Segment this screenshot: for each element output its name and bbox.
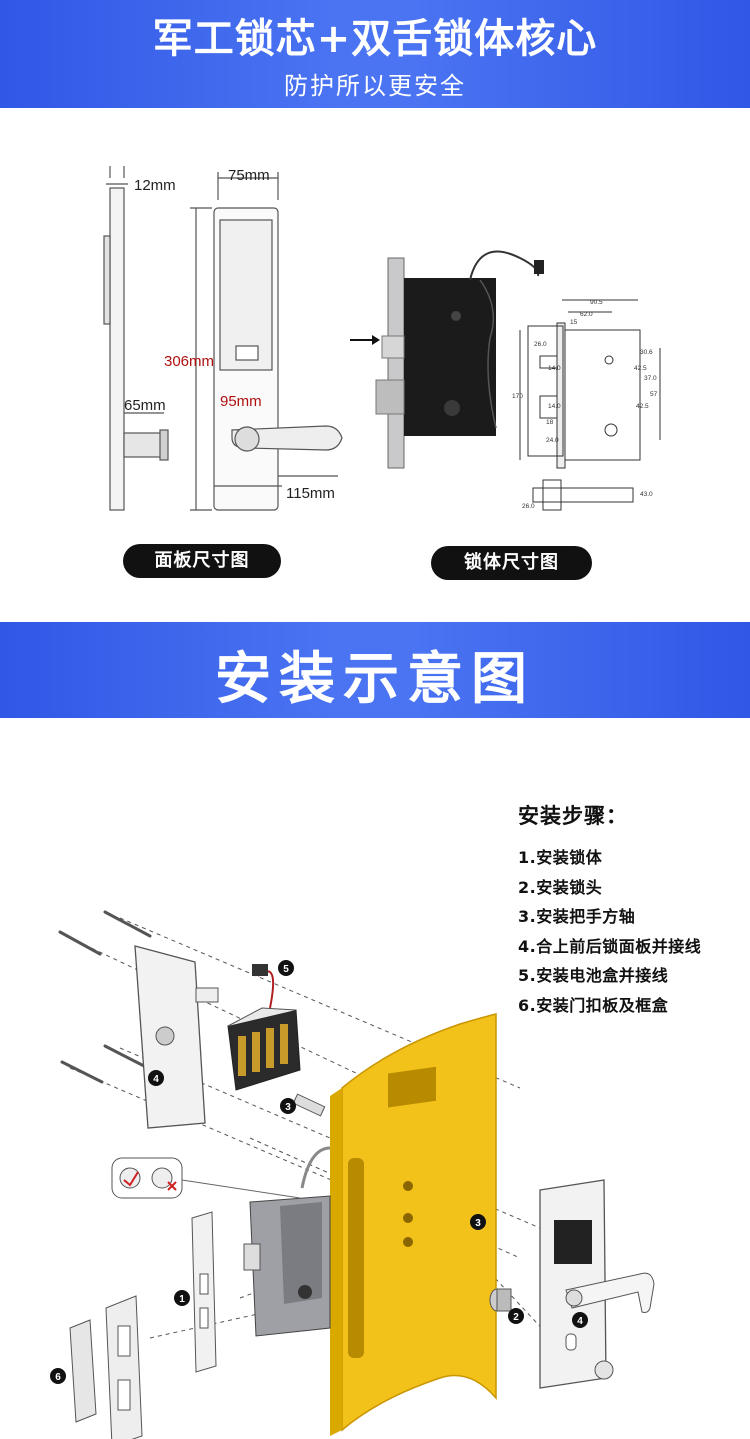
- lb-label-11: 14.0: [548, 365, 561, 372]
- callout-markers: 1 2 3 3 4 4 5 6: [50, 960, 588, 1384]
- callout-5: 5: [283, 964, 289, 975]
- mount-indicator-inset: [111, 1157, 301, 1199]
- battery-box: [227, 964, 301, 1091]
- step-item: 1.安装锁体: [518, 848, 603, 867]
- lb-label-12: 14.0: [548, 403, 561, 410]
- lock-cylinder: [489, 1288, 512, 1312]
- step-item: 2.安装锁头: [518, 877, 603, 897]
- dim-width: 75mm: [228, 167, 270, 184]
- lb-label-5: 37.0: [644, 375, 657, 382]
- lockbody-photo: [350, 250, 544, 469]
- step-item: 4.合上前后锁面板并接线: [518, 936, 702, 956]
- lb-label-4: 26.0: [534, 341, 547, 348]
- lockbody-size-caption: 锁体尺寸图: [431, 546, 592, 580]
- header-banner: 军工锁芯+双舌锁体核心 防护所以更安全: [0, 0, 750, 108]
- lb-label-14: 26.0: [522, 503, 535, 510]
- install-title: 安装示意图: [215, 647, 535, 712]
- lockbody-drawing: [519, 299, 661, 511]
- dim-handle-length: 115mm: [286, 485, 335, 502]
- steps-title: 安装步骤：: [518, 804, 628, 828]
- callout-3b: 3: [475, 1218, 481, 1229]
- header-title: 军工锁芯+双舌锁体核心: [152, 16, 598, 62]
- dim-handle-offset: 95mm: [220, 393, 262, 410]
- exploded-diagram: 1 2 3 3 4 4 5 6: [50, 910, 655, 1439]
- door: [330, 1013, 497, 1436]
- callout-4a: 4: [153, 1074, 159, 1085]
- lb-label-13: 18: [546, 419, 554, 426]
- lb-label-8: 57: [650, 391, 658, 398]
- spindle: [292, 1093, 326, 1117]
- callout-6: 6: [55, 1372, 61, 1383]
- install-steps: 安装步骤： 1.安装锁体 2.安装锁头 3.安装把手方轴 4.合上前后锁面板并接…: [518, 800, 748, 1021]
- lb-label-15: 43.0: [640, 491, 653, 498]
- header-subtitle: 防护所以更安全: [284, 72, 466, 100]
- dim-thickness: 12mm: [134, 177, 176, 194]
- dimension-section: 12mm 65mm 75mm 306mm 95mm 115mm: [0, 108, 750, 622]
- strike-plate: [69, 1295, 143, 1439]
- panel-screws: [58, 910, 152, 1084]
- dim-height: 306mm: [164, 353, 214, 370]
- step-item: 5.安装电池盒并接线: [518, 966, 669, 985]
- lb-label-0: 90.5: [590, 299, 603, 306]
- dim-spindle: 65mm: [124, 397, 166, 414]
- dimension-drawings: 12mm 65mm 75mm 306mm 95mm 115mm: [103, 166, 661, 511]
- step-item: 6.安装门扣板及框盒: [518, 995, 669, 1015]
- panel-front-view: [190, 172, 343, 511]
- face-plate: [191, 1211, 217, 1373]
- lb-label-9: 170: [512, 393, 523, 400]
- lb-label-7: 42.5: [634, 365, 647, 372]
- front-panel: [539, 1179, 655, 1389]
- back-panel: [134, 945, 219, 1129]
- install-banner: 安装示意图: [0, 622, 750, 718]
- panel-size-caption: 面板尺寸图: [123, 544, 281, 578]
- callout-3a: 3: [285, 1102, 291, 1113]
- lb-label-3: 30.6: [640, 349, 653, 356]
- lb-label-6: 24.0: [546, 437, 559, 444]
- lb-label-10: 42.5: [636, 403, 649, 410]
- lockbody-dimension-labels: 90.5 62.0 15 30.6 26.0 37.0 24.0 42.5 57…: [512, 299, 658, 510]
- lb-label-2: 15: [570, 319, 578, 326]
- lb-label-1: 62.0: [580, 311, 593, 318]
- panel-side-view: [103, 166, 169, 511]
- step-item: 3.安装把手方轴: [518, 907, 636, 926]
- callout-1: 1: [179, 1294, 185, 1305]
- install-section: 安装步骤： 1.安装锁体 2.安装锁头 3.安装把手方轴 4.合上前后锁面板并接…: [0, 718, 750, 1439]
- callout-2: 2: [513, 1312, 519, 1323]
- lock-body: [243, 1146, 331, 1337]
- callout-4b: 4: [577, 1316, 583, 1327]
